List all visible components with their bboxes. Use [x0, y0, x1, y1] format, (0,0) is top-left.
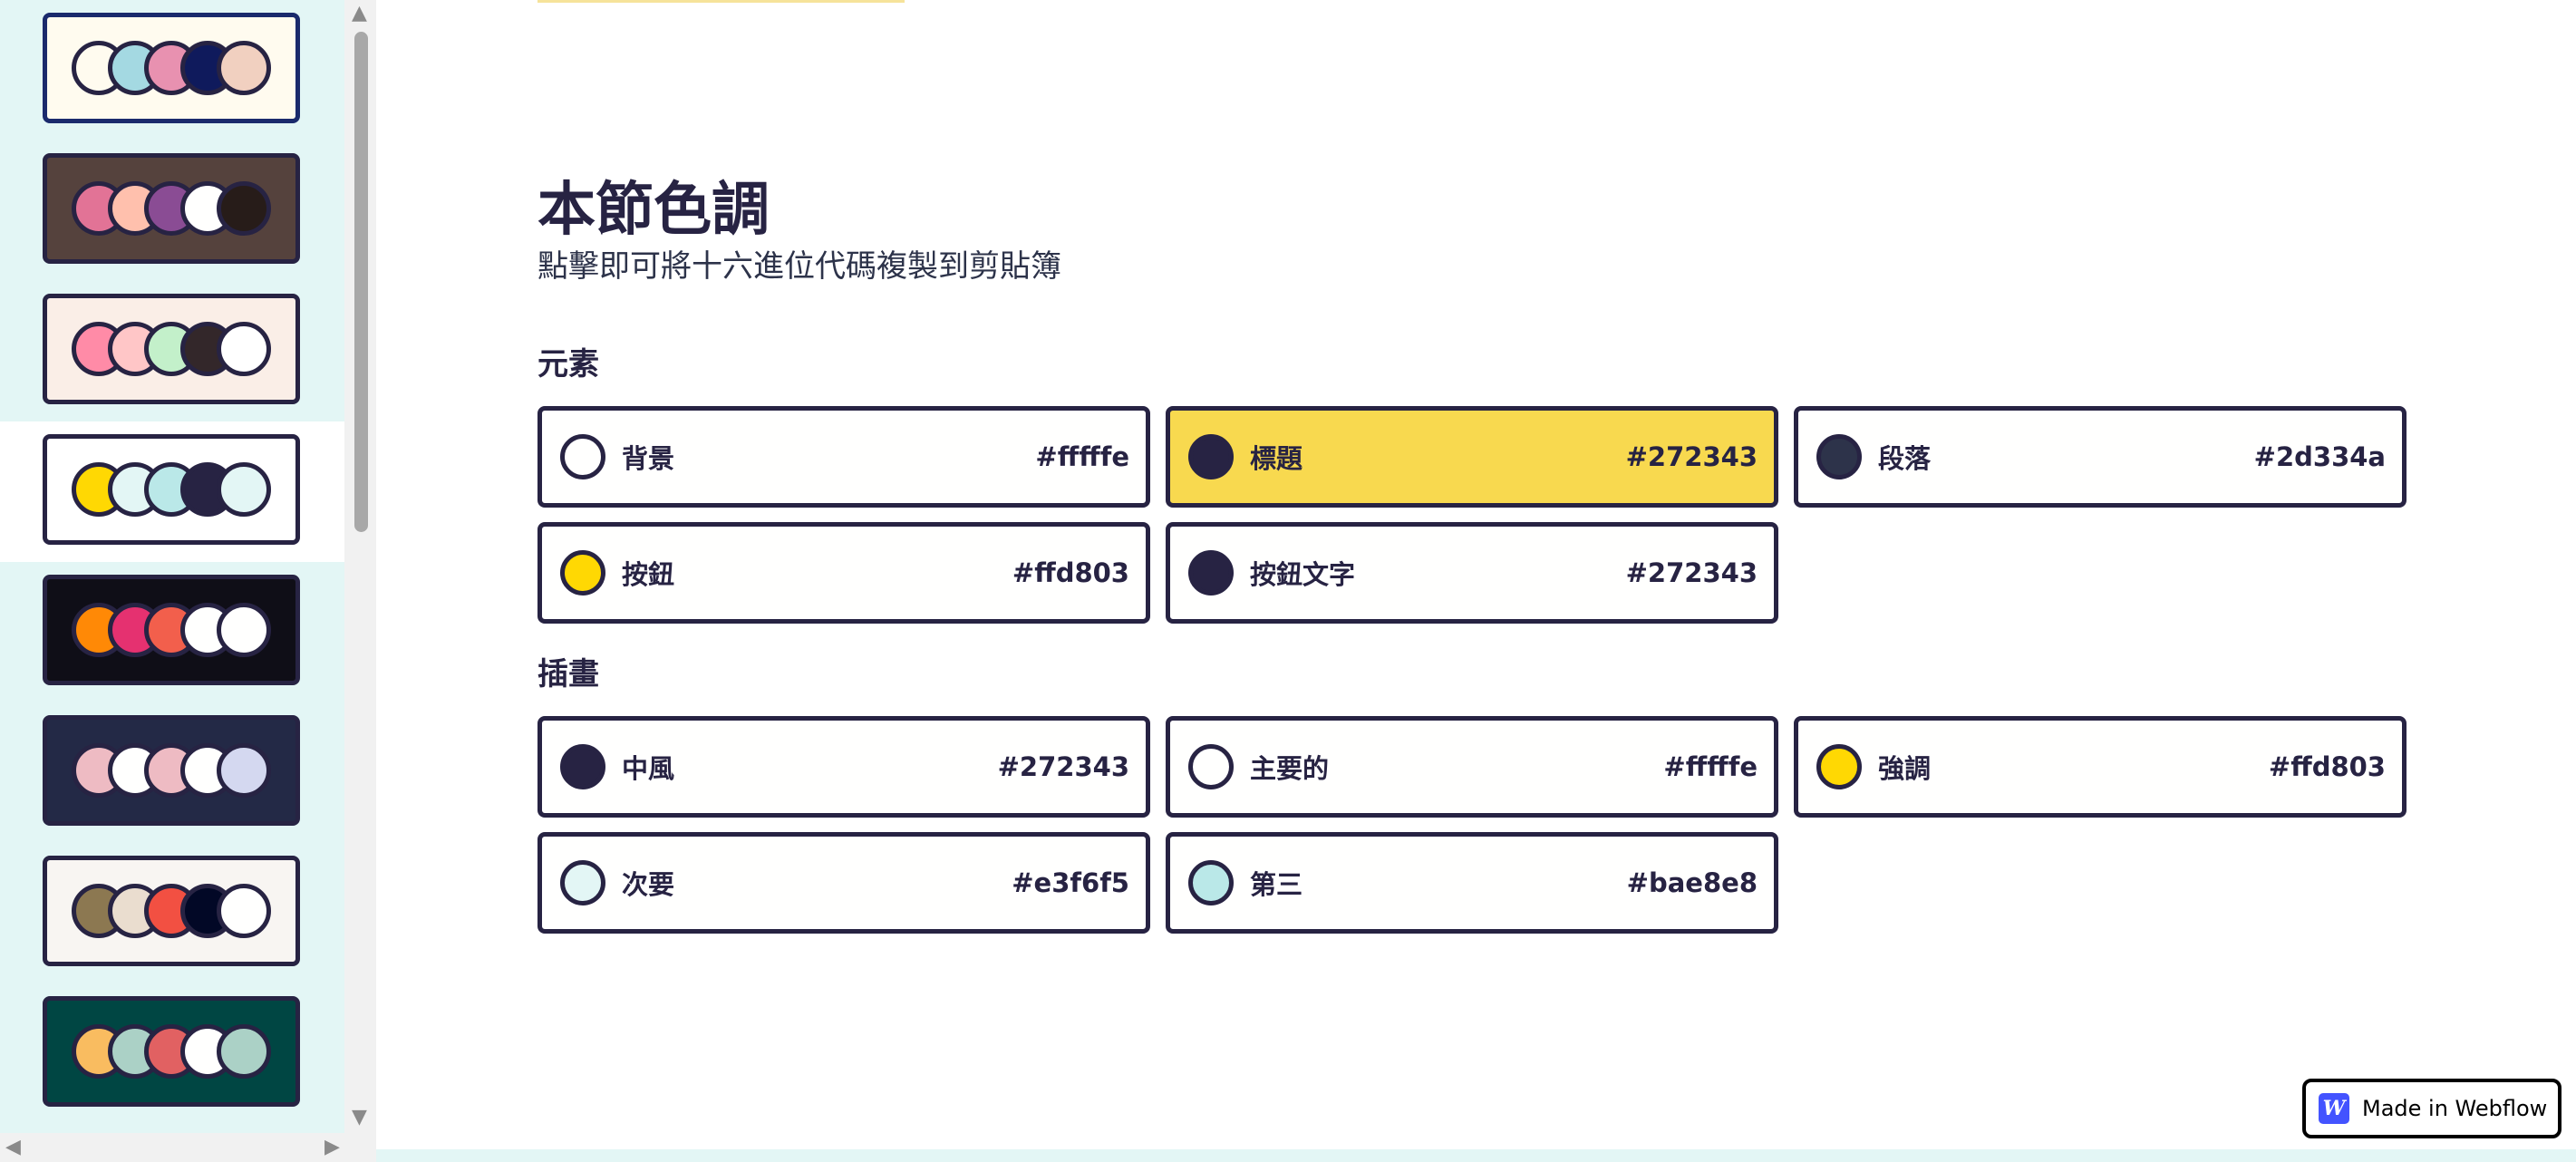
- swatch-hex-code: #e3f6f5: [1012, 867, 1129, 898]
- color-swatch-button[interactable]: 次要 #e3f6f5: [537, 832, 1150, 934]
- swatch-label: 次要: [622, 869, 675, 900]
- swatch-color-dot: [560, 434, 605, 479]
- palette-card[interactable]: [43, 434, 300, 545]
- palette-colors: [72, 1024, 271, 1079]
- palette-card[interactable]: [43, 715, 300, 826]
- color-swatch-button[interactable]: 主要的 #fffffe: [1166, 716, 1778, 818]
- swatch-color-dot: [1188, 550, 1234, 596]
- palette-color-dot: [217, 322, 271, 376]
- palette-list: [0, 0, 344, 1133]
- swatch-label: 第三: [1250, 869, 1303, 900]
- swatch-color-dot: [560, 550, 605, 596]
- palette-row[interactable]: [0, 0, 344, 140]
- palette-card[interactable]: [43, 294, 300, 404]
- swatch-hex-code: #ffd803: [1012, 557, 1129, 588]
- swatch-color-dot: [1816, 744, 1862, 789]
- color-swatch-button[interactable]: 段落 #2d334a: [1794, 406, 2407, 508]
- palette-color-dot: [217, 884, 271, 938]
- scroll-left-arrow-icon[interactable]: ◀: [5, 1136, 21, 1158]
- palette-card[interactable]: [43, 13, 300, 123]
- swatch-hex-code: #ffd803: [2268, 751, 2386, 782]
- vertical-scrollbar[interactable]: ▲ ▼: [344, 0, 376, 1133]
- palette-row[interactable]: [0, 140, 344, 281]
- swatch-label: 背景: [622, 443, 675, 474]
- swatch-label: 按鈕: [622, 559, 675, 590]
- swatch-label: 強調: [1878, 753, 1932, 784]
- palette-row[interactable]: [0, 421, 344, 562]
- palette-color-dot: [217, 181, 271, 236]
- palette-row[interactable]: [0, 702, 344, 843]
- swatch-hex-code: #fffffe: [1663, 751, 1758, 782]
- palette-color-dot: [217, 603, 271, 657]
- palette-row[interactable]: [0, 281, 344, 421]
- palette-colors: [72, 322, 271, 376]
- scroll-right-arrow-icon[interactable]: ▶: [324, 1136, 340, 1158]
- swatch-color-dot: [560, 744, 605, 789]
- section-heading-illustration: 插畫: [537, 656, 599, 692]
- page-title: 本節色調: [537, 177, 770, 244]
- palette-colors: [72, 41, 271, 95]
- horizontal-scrollbar[interactable]: ◀ ▶: [0, 1133, 376, 1162]
- swatch-hex-code: #fffffe: [1035, 441, 1129, 472]
- palette-row[interactable]: [0, 983, 344, 1124]
- swatch-hex-code: #2d334a: [2253, 441, 2386, 472]
- palette-row[interactable]: [0, 562, 344, 702]
- swatch-hex-code: #272343: [997, 751, 1129, 782]
- palette-colors: [72, 884, 271, 938]
- swatch-color-dot: [1188, 434, 1234, 479]
- palette-card[interactable]: [43, 856, 300, 966]
- webflow-logo-icon: W: [2319, 1093, 2349, 1124]
- swatch-hex-code: #272343: [1625, 557, 1758, 588]
- scroll-up-arrow-icon[interactable]: ▲: [352, 2, 367, 24]
- palette-colors: [72, 603, 271, 657]
- page-subtitle: 點擊即可將十六進位代碼複製到剪貼簿: [537, 248, 1061, 285]
- palette-color-dot: [217, 743, 271, 798]
- main-content: 本節色調 點擊即可將十六進位代碼複製到剪貼簿 元素 插畫 背景 #fffffe 標題…: [376, 0, 2576, 1162]
- color-swatch-button[interactable]: 按鈕文字 #272343: [1166, 522, 1778, 624]
- swatch-hex-code: #bae8e8: [1626, 867, 1758, 898]
- swatch-color-dot: [1816, 434, 1862, 479]
- swatch-color-dot: [560, 860, 605, 905]
- palette-colors: [72, 462, 271, 517]
- swatch-label: 段落: [1878, 443, 1932, 474]
- swatch-label: 按鈕文字: [1250, 559, 1356, 590]
- swatch-color-dot: [1188, 860, 1234, 905]
- swatch-hex-code: #272343: [1625, 441, 1758, 472]
- palette-card[interactable]: [43, 153, 300, 264]
- palette-card[interactable]: [43, 575, 300, 685]
- color-swatch-button[interactable]: 強調 #ffd803: [1794, 716, 2407, 818]
- badge-text: Made in Webflow: [2362, 1096, 2548, 1121]
- palette-colors: [72, 181, 271, 236]
- top-accent-bar: [537, 0, 905, 3]
- swatch-color-dot: [1188, 744, 1234, 789]
- color-swatch-button[interactable]: 背景 #fffffe: [537, 406, 1150, 508]
- color-swatch-button[interactable]: 按鈕 #ffd803: [537, 522, 1150, 624]
- swatch-label: 中風: [622, 753, 675, 784]
- palette-colors: [72, 743, 271, 798]
- palette-card[interactable]: [43, 996, 300, 1107]
- swatch-label: 標題: [1250, 443, 1303, 474]
- palette-color-dot: [217, 462, 271, 517]
- color-swatch-button[interactable]: 第三 #bae8e8: [1166, 832, 1778, 934]
- section-heading-elements: 元素: [537, 346, 599, 382]
- swatch-label: 主要的: [1250, 753, 1330, 784]
- color-swatch-button[interactable]: 中風 #272343: [537, 716, 1150, 818]
- palette-row[interactable]: [0, 843, 344, 983]
- color-swatch-button[interactable]: 標題 #272343: [1166, 406, 1778, 508]
- bottom-strip: [376, 1149, 2576, 1162]
- palette-color-dot: [217, 41, 271, 95]
- scroll-down-arrow-icon[interactable]: ▼: [352, 1106, 367, 1128]
- palette-color-dot: [217, 1024, 271, 1079]
- palette-sidebar: ▲ ▼ ◀ ▶: [0, 0, 376, 1162]
- made-in-webflow-badge[interactable]: W Made in Webflow: [2302, 1079, 2561, 1138]
- vertical-scrollbar-thumb[interactable]: [354, 32, 368, 532]
